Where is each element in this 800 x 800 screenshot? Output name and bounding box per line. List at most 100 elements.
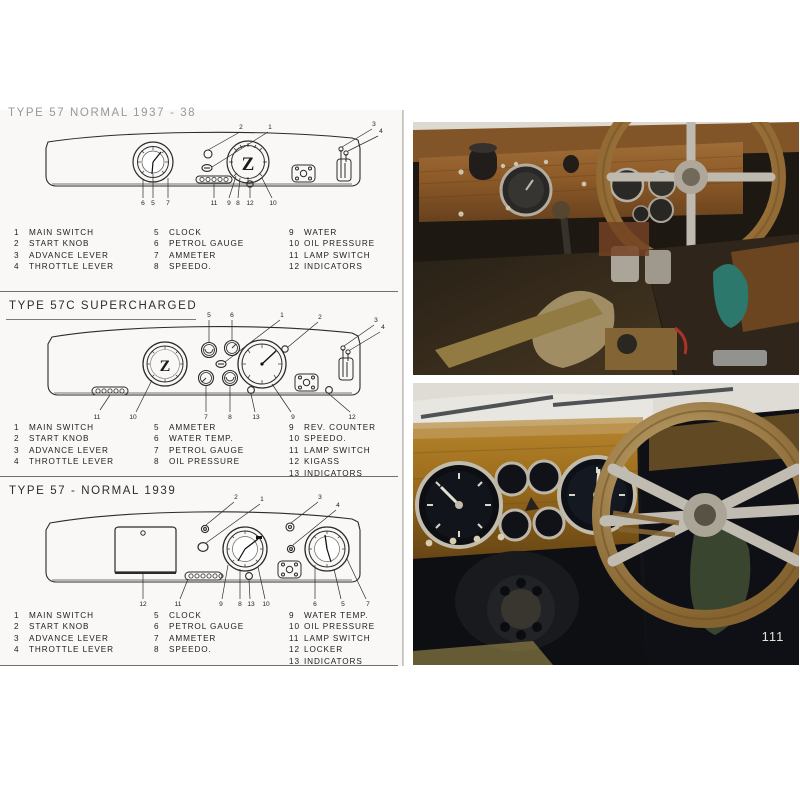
legend-number: 12 xyxy=(289,645,300,655)
svg-text:9: 9 xyxy=(227,200,231,207)
legend-label: CLOCK xyxy=(169,228,202,237)
legend-label: PETROL GAUGE xyxy=(169,622,245,632)
legend-number: 8 xyxy=(154,457,160,467)
legend-number: 10 xyxy=(289,434,300,444)
legend-label: AMMETER xyxy=(169,423,217,432)
legend-label: OIL PRESSURE xyxy=(304,239,376,249)
legend-number: 6 xyxy=(154,239,160,249)
svg-text:4: 4 xyxy=(336,502,340,509)
svg-text:11: 11 xyxy=(94,414,101,421)
legend-number: 2 xyxy=(14,239,20,249)
legend-number: 4 xyxy=(14,262,20,272)
legend-label: START KNOB xyxy=(29,239,90,249)
legend-label: LOCKER xyxy=(304,645,344,655)
legend-item: 11 LAMP SWITCH xyxy=(289,633,414,644)
start-knob-2 xyxy=(281,345,289,353)
legend-label: WATER TEMP. xyxy=(304,611,369,620)
legend-label: SPEEDO. xyxy=(169,645,212,655)
panel-divider xyxy=(0,665,398,666)
panel-divider xyxy=(0,476,398,477)
svg-text:7: 7 xyxy=(366,601,370,608)
advance-knob-3 xyxy=(285,522,295,532)
svg-text:3: 3 xyxy=(374,317,378,324)
legend-label: MAIN SWITCH xyxy=(29,611,94,620)
legend-label: KIGASS xyxy=(304,457,340,467)
indicator-lamp-1 xyxy=(246,180,254,188)
legend-label: THROTTLE LEVER xyxy=(29,645,114,655)
legend-number: 9 xyxy=(289,611,295,620)
svg-text:4: 4 xyxy=(381,324,385,331)
svg-text:6: 6 xyxy=(141,200,145,207)
svg-text:5: 5 xyxy=(207,312,211,319)
legend-number: 1 xyxy=(14,423,20,432)
legend-number: 3 xyxy=(14,250,20,260)
legend-label: ADVANCE LEVER xyxy=(29,250,109,260)
legend-label: INDICATORS xyxy=(304,468,363,478)
svg-text:12: 12 xyxy=(139,601,147,608)
switch-plate-2 xyxy=(294,373,319,392)
svg-text:Z: Z xyxy=(242,154,255,175)
legend-number: 12 xyxy=(289,457,300,467)
main-switch-3 xyxy=(197,541,209,552)
svg-text:9: 9 xyxy=(291,414,295,421)
gauge-speedo-2: Z xyxy=(142,341,188,387)
legend-number: 11 xyxy=(289,445,300,455)
lamp-switch-bank-1 xyxy=(195,175,233,184)
legend-number: 11 xyxy=(289,250,300,260)
svg-text:6: 6 xyxy=(230,312,234,319)
legend-label: PETROL GAUGE xyxy=(169,445,245,455)
lever-quadrant-1 xyxy=(336,146,352,182)
legend-number: 11 xyxy=(289,633,300,643)
legend-label: PETROL GAUGE xyxy=(169,239,245,249)
legend-number: 2 xyxy=(14,622,20,632)
legend-label: WATER TEMP. xyxy=(169,434,234,444)
photo-dashboard-instruments: 111 xyxy=(413,383,799,665)
svg-text:13: 13 xyxy=(252,414,260,421)
svg-text:2: 2 xyxy=(234,494,238,501)
legend-label: CLOCK xyxy=(169,611,202,620)
callout-leaders-3 xyxy=(142,501,367,600)
legend-number: 4 xyxy=(14,645,20,655)
plate-title-3: TYPE 57 - NORMAL 1939 xyxy=(9,485,177,497)
indicator-lamp-2 xyxy=(247,386,255,394)
legend-label: MAIN SWITCH xyxy=(29,228,94,237)
svg-text:3: 3 xyxy=(318,494,322,501)
panel-divider xyxy=(0,291,398,292)
legend-number: 5 xyxy=(154,228,160,237)
legend-item: 2 START KNOB xyxy=(14,238,154,249)
legend-label: INDICATORS xyxy=(304,656,363,666)
page-number-text: 111 xyxy=(762,629,785,644)
main-switch-2 xyxy=(215,360,227,368)
indicator-lamp-3 xyxy=(245,572,253,580)
plate-type-57c-supercharged: TYPE 57C SUPERCHARGED xyxy=(0,292,404,479)
legend-number: 12 xyxy=(289,262,300,272)
svg-text:7: 7 xyxy=(204,414,208,421)
legend-number: 13 xyxy=(289,468,300,478)
svg-text:1: 1 xyxy=(260,496,264,503)
gauge-speedo-1: Z xyxy=(226,140,270,184)
main-switch-1 xyxy=(201,164,213,172)
legend-label: SPEEDO. xyxy=(304,434,347,444)
svg-text:1: 1 xyxy=(268,124,272,131)
legend-label: LAMP SWITCH xyxy=(304,633,371,643)
